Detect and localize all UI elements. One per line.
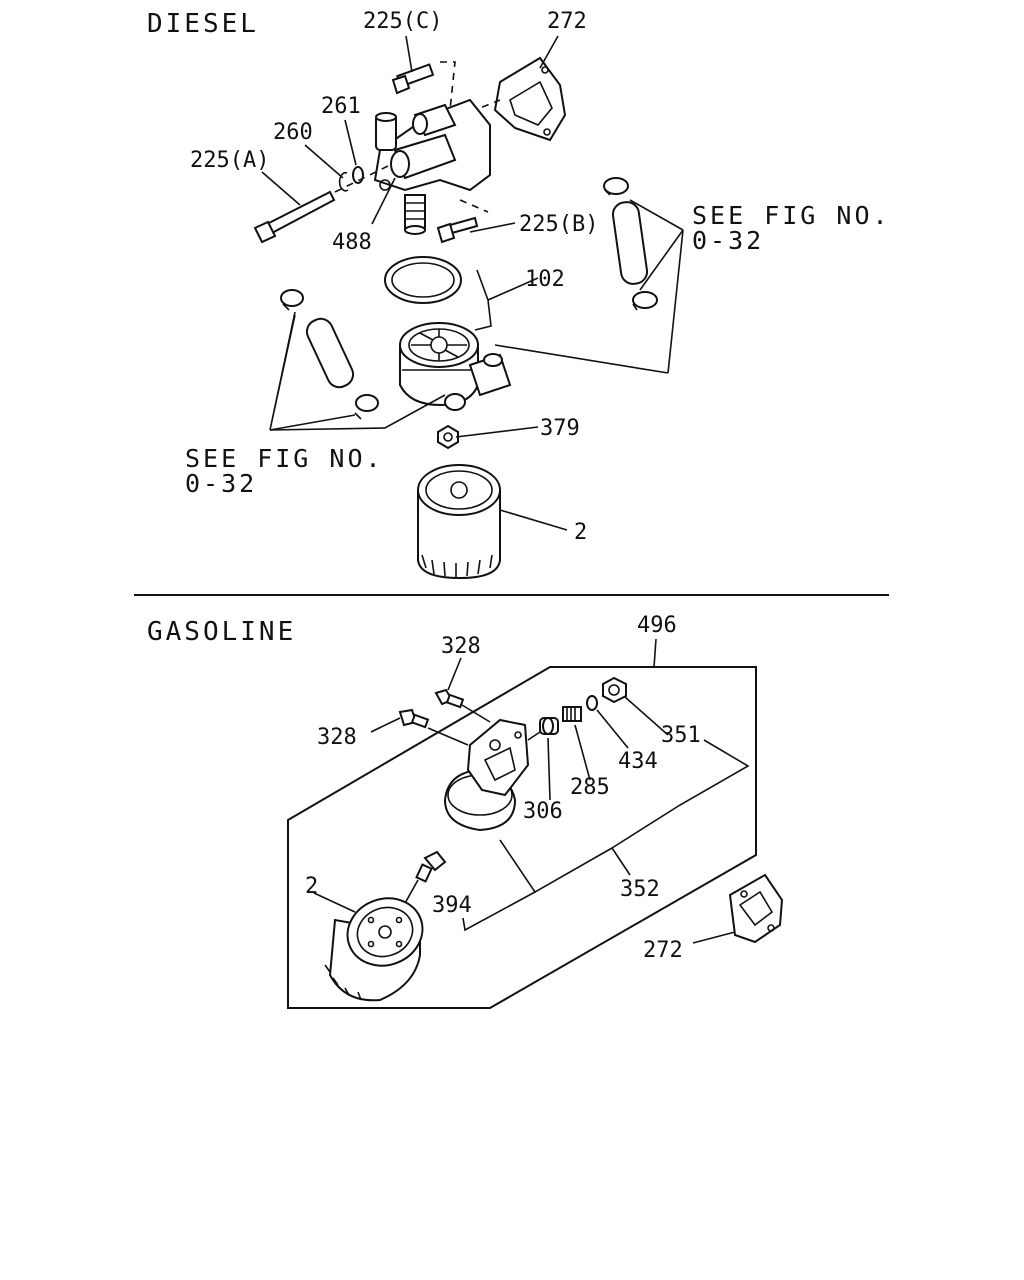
callout-285: 285 xyxy=(570,775,610,800)
callout-434: 434 xyxy=(618,749,658,774)
guide-valve-axis xyxy=(527,731,541,741)
filter-cartridge-2-diesel xyxy=(417,464,501,580)
see-fig-note-left-line1: SEE FIG NO. xyxy=(185,444,384,473)
callout-379: 379 xyxy=(540,416,580,441)
callout-2-gasoline: 2 xyxy=(305,874,318,899)
ring-260 xyxy=(338,171,349,192)
plug-379 xyxy=(437,424,459,450)
bolt-225a xyxy=(253,190,336,244)
callout-328-top: 328 xyxy=(441,634,481,659)
filter-housing xyxy=(399,322,512,411)
oring-434 xyxy=(586,695,598,711)
hose-left xyxy=(280,289,379,420)
callout-261: 261 xyxy=(321,94,361,119)
guide-328-left xyxy=(427,727,469,746)
section-title-gasoline: GASOLINE xyxy=(147,617,296,647)
callout-306: 306 xyxy=(523,799,563,824)
plug-328-left xyxy=(398,708,430,729)
gasket-272-diesel xyxy=(493,56,567,142)
plug-328-top xyxy=(434,688,465,709)
assembly-frame-496 xyxy=(287,666,757,1009)
nipple-394 xyxy=(415,850,447,883)
section-title-diesel: DIESEL xyxy=(147,9,259,39)
callout-260: 260 xyxy=(273,120,313,145)
callout-352: 352 xyxy=(620,877,660,902)
diesel-leader-lines xyxy=(261,35,684,531)
callout-2-diesel: 2 xyxy=(574,520,587,545)
guide-328-top xyxy=(461,704,491,723)
see-fig-note-right-line1: SEE FIG NO. xyxy=(692,201,891,230)
callout-328-left: 328 xyxy=(317,725,357,750)
see-fig-note-left-line2: 0-32 xyxy=(185,469,257,498)
plug-351 xyxy=(602,676,627,704)
callout-225a: 225(A) xyxy=(190,148,269,173)
spring-285 xyxy=(562,706,582,722)
callout-102: 102 xyxy=(525,267,565,292)
bolt-225c xyxy=(391,63,435,95)
oring-102 xyxy=(384,256,462,304)
filter-adapter-head xyxy=(373,98,491,192)
gasket-272-gasoline xyxy=(728,873,784,944)
bolt-225b xyxy=(436,216,479,244)
hose-right xyxy=(603,177,658,311)
callout-225c: 225(C) xyxy=(363,9,442,34)
see-fig-note-right-line2: 0-32 xyxy=(692,226,764,255)
adapter-body-352 xyxy=(443,718,530,832)
dash-guide-225c xyxy=(440,61,456,111)
dash-guide-225b xyxy=(459,199,489,213)
callout-272-gasoline: 272 xyxy=(643,938,683,963)
callout-496: 496 xyxy=(637,613,677,638)
dash-guide-225a xyxy=(334,164,391,193)
valve-306 xyxy=(539,717,559,735)
fitting-488 xyxy=(404,194,426,235)
washer-261 xyxy=(352,166,364,184)
filter-cartridge-2-gasoline xyxy=(324,897,424,1002)
callout-351: 351 xyxy=(661,723,701,748)
gasoline-leader-lines xyxy=(313,638,750,944)
callout-394: 394 xyxy=(432,893,472,918)
callout-272-diesel: 272 xyxy=(547,9,587,34)
callout-488: 488 xyxy=(332,230,372,255)
callout-225b: 225(B) xyxy=(519,212,598,237)
